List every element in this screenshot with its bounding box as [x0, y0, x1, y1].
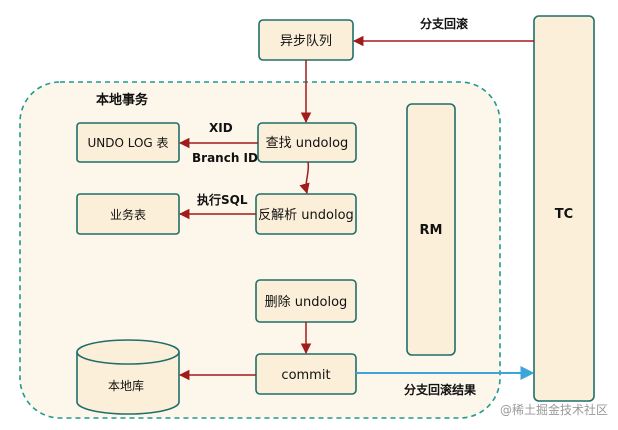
tc-node: TC — [533, 15, 595, 402]
async-queue-label: 异步队列 — [280, 34, 332, 49]
local-db-cylinder: 本地库 — [76, 339, 180, 415]
tc-label: TC — [555, 207, 573, 222]
branch-id-label: Branch ID — [192, 151, 258, 165]
reverse-parse-undolog-node: 反解析 undolog — [255, 193, 357, 235]
reverse-parse-undolog-label: 反解析 undolog — [258, 208, 354, 223]
rm-node: RM — [406, 103, 456, 356]
business-table-label: 业务表 — [110, 207, 146, 222]
commit-label: commit — [281, 368, 330, 383]
find-undolog-node: 查找 undolog — [257, 122, 357, 163]
business-table-node: 业务表 — [76, 193, 180, 235]
delete-undolog-node: 删除 undolog — [255, 279, 357, 323]
local-db-label: 本地库 — [108, 378, 144, 393]
undo-log-table-node: UNDO LOG 表 — [76, 122, 180, 163]
exec-sql-label: 执行SQL — [197, 192, 248, 207]
watermark-text: @稀土掘金技术社区 — [499, 403, 608, 417]
branch-rollback-label: 分支回滚 — [420, 16, 469, 31]
rm-label: RM — [420, 223, 443, 238]
find-undolog-label: 查找 undolog — [266, 136, 349, 151]
rollback-result-label: 分支回滚结果 — [404, 382, 476, 397]
async-queue-node: 异步队列 — [258, 19, 354, 61]
local-transaction-label: 本地事务 — [96, 92, 149, 108]
xid-label: XID — [209, 121, 233, 135]
commit-node: commit — [255, 353, 357, 395]
delete-undolog-label: 删除 undolog — [265, 295, 348, 310]
undo-log-table-label: UNDO LOG 表 — [87, 136, 168, 150]
local-transaction-group: 本地事务 — [19, 81, 501, 419]
find-to-reverse-arrow — [299, 161, 310, 195]
